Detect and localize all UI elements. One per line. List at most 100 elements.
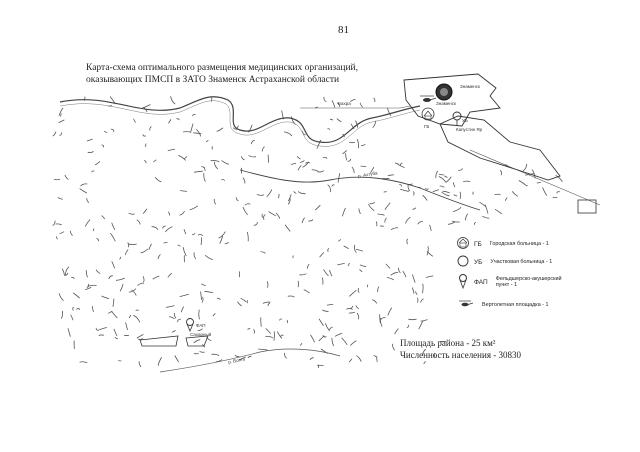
terrain-speck <box>279 318 283 321</box>
terrain-speck <box>342 207 346 217</box>
label-ub: УБ <box>462 118 468 123</box>
terrain-speck <box>484 204 489 214</box>
terrain-speck <box>85 270 88 278</box>
terrain-speck <box>396 163 405 168</box>
terrain-speck <box>355 305 359 309</box>
terrain-speck <box>323 269 329 276</box>
terrain-speck <box>356 312 360 320</box>
terrain-speck <box>292 255 294 259</box>
terrain-speck <box>319 252 324 258</box>
terrain-speck <box>143 208 148 214</box>
area-info: Площадь района - 25 км² Численность насе… <box>400 338 521 361</box>
legend-row-heli: Вертолетная площадка - 1 <box>456 299 602 311</box>
terrain-speck <box>331 337 334 347</box>
terrain-speck <box>119 283 124 292</box>
terrain-speck <box>322 156 328 159</box>
terrain-speck <box>190 123 194 133</box>
terrain-speck <box>251 139 255 145</box>
terrain-speck <box>448 221 456 225</box>
terrain-speck <box>113 328 118 336</box>
terrain-speck <box>518 180 525 185</box>
terrain-speck <box>216 127 224 132</box>
terrain-speck <box>377 286 380 293</box>
legend-row-ub: УБ Участковая больница - 1 <box>456 256 610 268</box>
terrain-speck <box>237 301 242 307</box>
terrain-speck <box>177 318 182 323</box>
terrain-speck <box>157 357 162 366</box>
terrain-speck <box>153 159 157 163</box>
terrain-speck <box>205 255 213 260</box>
terrain-speck <box>316 139 322 149</box>
terrain-speck <box>342 150 347 154</box>
terrain-speck <box>387 174 394 176</box>
terrain-speck <box>284 224 291 232</box>
terrain-speck <box>67 328 71 337</box>
terrain-speck <box>280 334 284 337</box>
terrain-speck <box>268 211 276 217</box>
terrain-speck <box>92 306 94 312</box>
terrain-speck <box>444 175 448 178</box>
terrain-speck <box>329 118 334 121</box>
terrain-speck <box>142 276 145 283</box>
terrain-speck <box>445 176 452 183</box>
terrain-speck <box>473 222 476 225</box>
terrain-speck <box>265 328 271 334</box>
terrain-speck <box>52 220 56 226</box>
terrain-speck <box>108 275 113 280</box>
label-city-inner: Знаменск <box>436 101 457 106</box>
terrain-speck <box>149 126 152 131</box>
label-kapustin-yar: Капустин Яр <box>456 127 483 132</box>
terrain-speck <box>379 314 381 323</box>
terrain-speck <box>402 270 407 278</box>
terrain-speck <box>277 331 283 339</box>
terrain-speck <box>412 274 416 283</box>
terrain-speck <box>348 311 355 314</box>
terrain-speck <box>377 213 385 216</box>
map-hospital-icon <box>421 107 435 121</box>
terrain-speck <box>166 305 175 308</box>
terrain-speck <box>318 335 325 342</box>
terrain-speck <box>361 144 366 146</box>
terrain-speck <box>327 184 332 193</box>
terrain-speck <box>323 96 327 103</box>
terrain-speck <box>111 311 118 319</box>
terrain-speck <box>217 297 221 300</box>
terrain-speck <box>85 219 91 227</box>
edge-box <box>577 199 597 214</box>
terrain-speck <box>221 160 229 165</box>
terrain-speck <box>163 242 168 244</box>
terrain-speck <box>284 131 293 137</box>
lake-right <box>185 335 209 347</box>
terrain-speck <box>400 162 403 166</box>
terrain-speck <box>373 97 376 103</box>
terrain-speck <box>359 264 367 267</box>
terrain-speck <box>59 132 63 136</box>
terrain-speck <box>55 236 58 240</box>
terrain-speck <box>114 337 118 340</box>
terrain-speck <box>267 302 270 307</box>
terrain-speck <box>422 349 426 355</box>
terrain-speck <box>536 182 541 184</box>
city-boundary <box>403 73 501 127</box>
terrain-speck <box>203 173 206 182</box>
terrain-speck <box>189 205 198 211</box>
terrain-speck <box>384 217 387 223</box>
terrain-speck <box>79 188 87 194</box>
terrain-speck <box>193 252 196 260</box>
terrain-speck <box>171 330 176 333</box>
terrain-speck <box>297 165 302 171</box>
terrain-speck <box>426 251 433 257</box>
terrain-speck <box>347 262 350 267</box>
terrain-speck <box>128 314 132 318</box>
terrain-speck <box>372 120 376 128</box>
terrain-speck <box>95 269 101 274</box>
terrain-speck <box>385 263 391 269</box>
terrain-speck <box>293 191 297 194</box>
terrain-speck <box>169 316 175 319</box>
terrain-speck <box>500 170 502 176</box>
terrain-speck <box>87 284 97 287</box>
terrain-speck <box>165 226 173 233</box>
terrain-speck <box>55 223 62 226</box>
terrain-speck <box>442 190 450 194</box>
terrain-speck <box>86 198 90 203</box>
